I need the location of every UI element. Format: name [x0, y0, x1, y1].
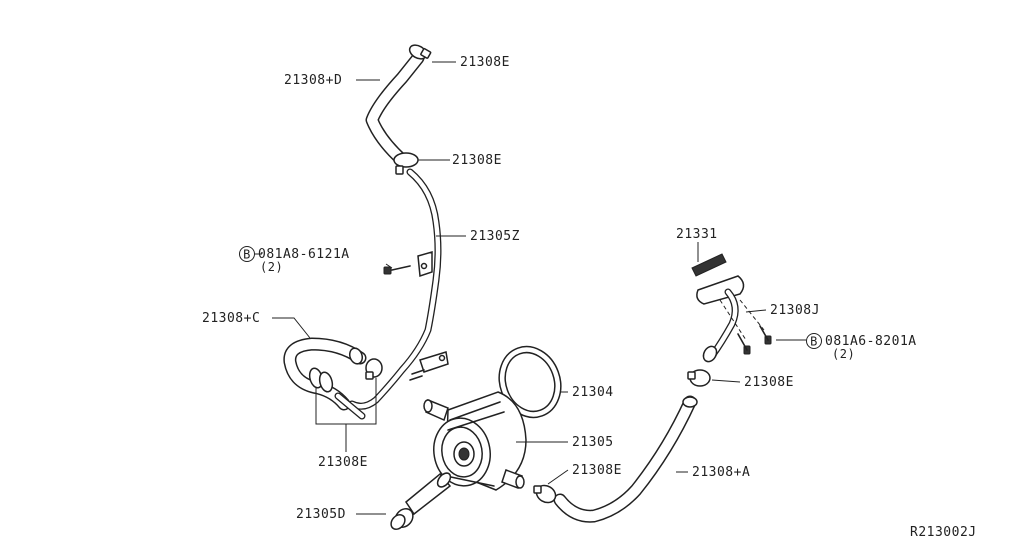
gasket-21331[interactable]: [691, 253, 727, 277]
svg-text:B: B: [810, 335, 818, 349]
clamp-top[interactable]: [407, 42, 432, 61]
bolt-left-symbol: B: [239, 246, 255, 262]
label-pipe-21308j: 21308J: [770, 303, 820, 318]
label-bolt-left: 081A8-6121A: [258, 247, 350, 262]
bolt-guide-b: [719, 299, 747, 341]
hose-c-end-caps: [334, 347, 366, 420]
tube-bracket-lower: [409, 351, 449, 381]
clamp-left-c[interactable]: [365, 358, 383, 380]
svg-text:B: B: [243, 248, 251, 262]
bolt-right-a[interactable]: [759, 325, 772, 345]
label-seal-ring-21304: 21304: [572, 385, 614, 400]
oil-cooler-21305[interactable]: [423, 391, 527, 491]
bolt-right-b[interactable]: [737, 333, 751, 355]
hose-21308-d[interactable]: [365, 51, 425, 167]
clamp-lower[interactable]: [533, 482, 558, 506]
label-clamp-upper: 21308E: [452, 153, 502, 168]
label-oil-cooler-21305: 21305: [572, 435, 614, 450]
clamp-upper[interactable]: [393, 152, 419, 175]
label-hose-21308-c: 21308+C: [202, 311, 260, 326]
label-bolt-left-qty: (2): [260, 260, 283, 274]
bolt-right-symbol: B: [806, 333, 822, 349]
hose-21308-a[interactable]: [553, 395, 698, 523]
label-clamp-left-group: 21308E: [318, 455, 368, 470]
bolt-left[interactable]: [383, 265, 411, 275]
label-hose-21308-d: 21308+D: [284, 73, 342, 88]
label-bolt-right: 081A6-8201A: [825, 334, 917, 349]
label-clamp-top: 21308E: [460, 55, 510, 70]
label-tube-21305z: 21305Z: [470, 229, 520, 244]
pipe-21308j[interactable]: [696, 275, 745, 364]
connector-21305d[interactable]: [388, 471, 453, 532]
label-connector-21305d: 21305D: [296, 507, 346, 522]
seal-ring-21304[interactable]: [489, 338, 570, 426]
leader-lines: [252, 61, 806, 515]
label-bolt-right-qty: (2): [832, 347, 855, 361]
label-clamp-right: 21308E: [744, 375, 794, 390]
label-clamp-lower: 21308E: [572, 463, 622, 478]
clamp-right[interactable]: [687, 369, 711, 387]
label-hose-21308-a: 21308+A: [692, 465, 750, 480]
clamp-left-b[interactable]: [318, 371, 335, 393]
reference-code: R213002J: [910, 525, 977, 540]
tube-bracket-upper: [417, 251, 433, 278]
label-gasket-21331: 21331: [676, 227, 718, 242]
